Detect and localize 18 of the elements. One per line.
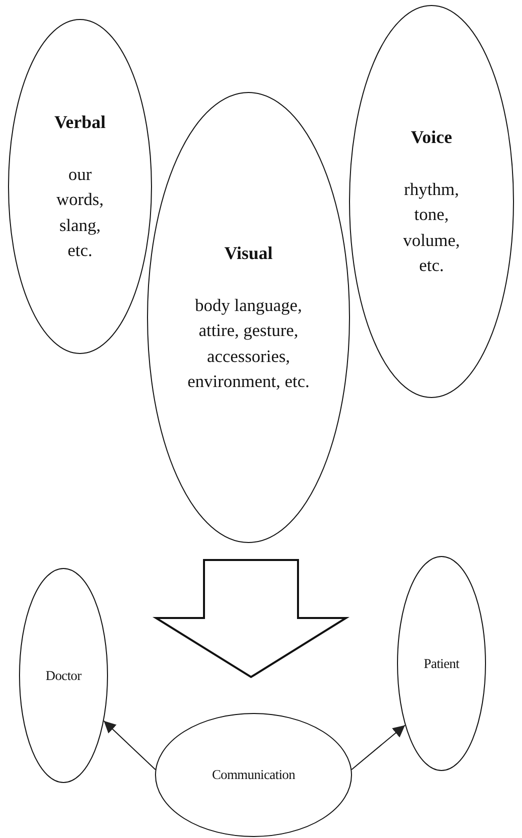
block-arrow xyxy=(152,559,350,678)
oval-node xyxy=(19,568,108,783)
category-heading: Visual xyxy=(224,242,273,264)
arrow xyxy=(103,720,156,770)
oval-node xyxy=(349,5,514,398)
node-label: Patient xyxy=(424,654,460,672)
oval-node xyxy=(155,713,352,837)
oval-node xyxy=(397,556,486,771)
description-text: our words, slang, etc. xyxy=(55,162,105,262)
node-label: Doctor xyxy=(46,666,82,684)
category-heading: Voice xyxy=(410,126,452,148)
category-heading: Verbal xyxy=(54,110,106,134)
node-label: Communication xyxy=(212,766,296,784)
description-text: body language, attire, gesture, accessories, environment, etc. xyxy=(186,294,310,393)
arrow xyxy=(351,724,406,770)
oval-node xyxy=(8,19,152,354)
description-text: rhythm, tone, volume, etc. xyxy=(402,178,461,277)
oval-node xyxy=(147,92,350,543)
